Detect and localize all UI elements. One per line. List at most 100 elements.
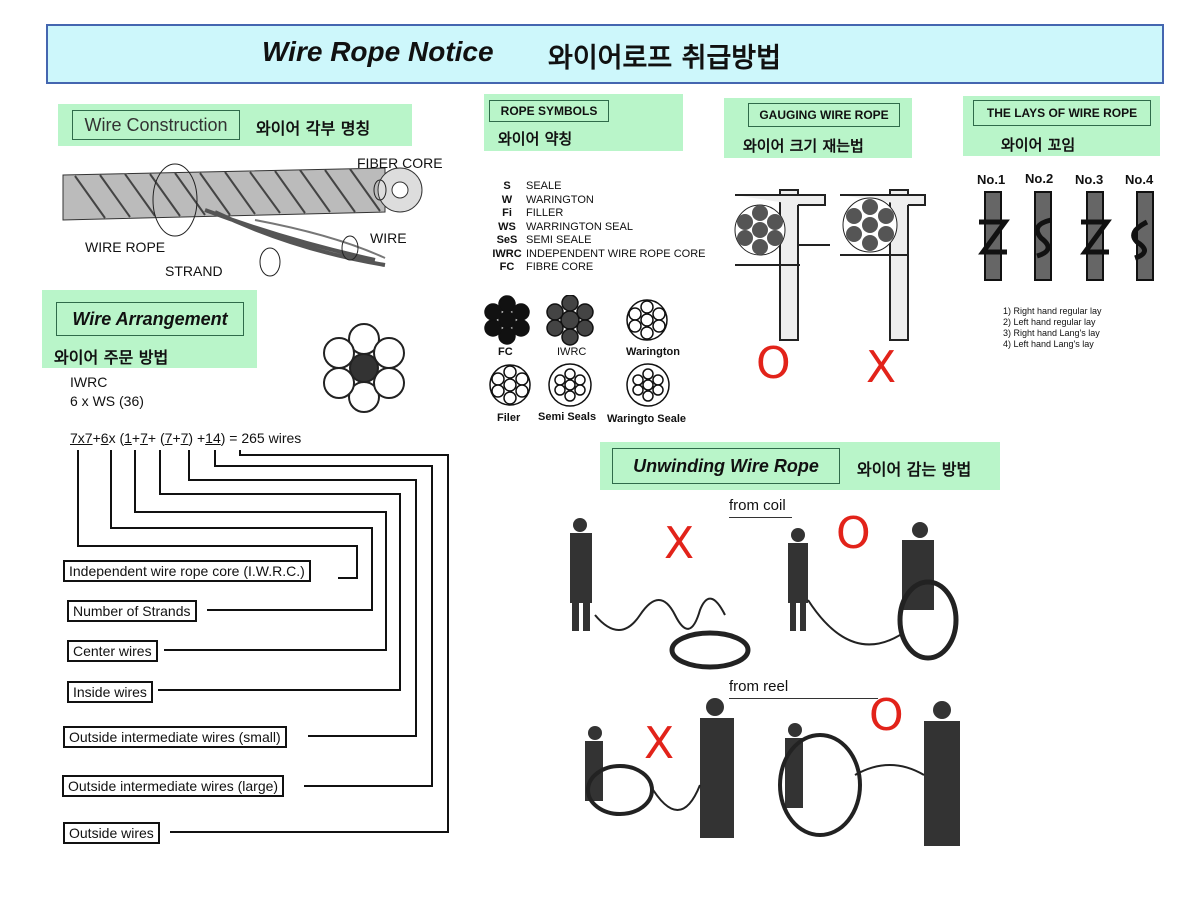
- arrangement-ko: 와이어 주문 방법: [54, 348, 169, 367]
- caliper-illustration: [734, 189, 926, 341]
- symbol-abbr: W: [501, 193, 513, 206]
- symbols-label: ROPE SYMBOLS: [489, 100, 609, 122]
- symbol-name: WARINGTON: [526, 193, 594, 206]
- section-label: Filer: [497, 412, 521, 424]
- f-op: + (: [147, 430, 165, 446]
- legend-strands: Number of Strands: [67, 600, 197, 622]
- symbol-name: INDEPENDENT WIRE ROPE CORE: [526, 247, 706, 260]
- legend-center: Center wires: [67, 640, 158, 662]
- symbol-name: FILLER: [526, 207, 564, 219]
- arrangement-label: Wire Arrangement: [56, 302, 244, 336]
- lays-label: THE LAYS OF WIRE ROPE: [973, 100, 1151, 126]
- legend-outside-small: Outside intermediate wires (small): [63, 726, 287, 748]
- unwinding-ko: 와이어 감는 방법: [857, 460, 972, 479]
- label-fiber-core: FIBER CORE: [357, 155, 443, 171]
- symbol-row: IWRC INDEPENDENT WIRE ROPE CORE: [488, 248, 718, 262]
- reel-wrong-mark: X: [644, 718, 675, 769]
- label-wire: WIRE: [370, 230, 407, 246]
- lay-number: No.4: [1125, 172, 1154, 187]
- symbol-row: FC FIBRE CORE: [488, 261, 718, 275]
- from-coil-label: from coil: [729, 497, 792, 518]
- symbol-abbr: IWRC: [492, 247, 522, 260]
- title-ko: 와이어로프 취급방법: [548, 43, 781, 74]
- gauging-header: GAUGING WIRE ROPE 와이어 크기 재는법: [724, 98, 912, 158]
- unwinding-illustration: [570, 518, 960, 846]
- lays-list: 1) Right hand regular lay 2) Left hand r…: [1003, 306, 1102, 350]
- unwinding-header: Unwinding Wire Rope 와이어 감는 방법: [600, 442, 1000, 490]
- symbol-abbr: S: [503, 180, 511, 192]
- f-inside: 7: [140, 430, 148, 446]
- legend-iwrc: Independent wire rope core (I.W.R.C.): [63, 560, 311, 582]
- f-op: +: [92, 430, 101, 446]
- section-label: Waringto Seale: [607, 413, 687, 425]
- symbol-name: WARRINGTON SEAL: [526, 220, 633, 233]
- f-op: x (: [108, 430, 125, 446]
- warington-icon: [626, 299, 668, 341]
- symbol-row: S SEALE: [488, 180, 718, 194]
- section-label: Warington: [626, 346, 680, 358]
- symbol-abbr: SeS: [496, 234, 518, 246]
- section-label: IWRC: [557, 346, 587, 358]
- f-op: +: [172, 430, 181, 446]
- symbol-name: SEALE: [526, 180, 562, 192]
- gauging-label: GAUGING WIRE ROPE: [748, 103, 900, 127]
- symbols-header: ROPE SYMBOLS 와이어 약칭: [484, 94, 683, 151]
- symbol-row: SeS SEMI SEALE: [488, 234, 718, 248]
- semi-seals-icon: [548, 363, 592, 407]
- lays-ko: 와이어 꼬임: [1001, 136, 1076, 154]
- f-strands: 6: [100, 430, 109, 446]
- lay-ropes-illustration: [978, 191, 1154, 281]
- gauging-correct-mark: O: [756, 338, 791, 389]
- coil-correct-mark: O: [836, 508, 871, 559]
- lay-number: No.3: [1075, 172, 1104, 187]
- fc-section-icon: [484, 295, 530, 345]
- section-diagrams: [484, 295, 670, 407]
- label-wire-rope: WIRE ROPE: [85, 239, 166, 255]
- f-op: +: [131, 430, 141, 446]
- f-center: 1: [124, 430, 132, 446]
- construction-label: Wire Construction: [72, 110, 240, 140]
- f-large: 7: [180, 430, 189, 446]
- construction-ko: 와이어 각부 명칭: [256, 119, 371, 138]
- f-outside: 14: [205, 430, 221, 446]
- symbols-ko: 와이어 약칭: [498, 130, 573, 148]
- filer-icon: [489, 364, 531, 406]
- arrangement-spec: 6 x WS (36): [70, 393, 144, 409]
- legend-inside: Inside wires: [67, 681, 153, 703]
- title-en: Wire Rope Notice: [262, 36, 494, 67]
- f-iwrc: 7x7: [70, 430, 93, 446]
- reel-correct-mark: O: [869, 690, 904, 741]
- lay-item: 4) Left hand Lang's lay: [1003, 339, 1094, 349]
- symbol-name: FIBRE CORE: [526, 261, 594, 273]
- formula-connector-lines: [77, 450, 449, 833]
- from-reel-label: from reel: [729, 678, 879, 699]
- lay-item: 1) Right hand regular lay: [1003, 306, 1102, 316]
- symbol-abbr: FC: [499, 261, 515, 273]
- gauging-wrong-mark: X: [866, 342, 897, 393]
- iwrc-section-icon: [323, 323, 405, 413]
- legend-outside-large: Outside intermediate wires (large): [62, 775, 285, 797]
- arrangement-core: IWRC: [70, 374, 108, 390]
- unwinding-label: Unwinding Wire Rope: [612, 448, 840, 484]
- legend-outside: Outside wires: [63, 822, 160, 844]
- lay-item: 2) Left hand regular lay: [1003, 317, 1096, 327]
- section-label: Semi Seals: [538, 411, 597, 423]
- label-strand: STRAND: [165, 263, 223, 279]
- arrangement-header: Wire Arrangement 와이어 주문 방법: [42, 290, 257, 368]
- symbol-abbr: WS: [498, 220, 516, 233]
- lay-number: No.1: [977, 172, 1006, 187]
- f-op: ) +: [188, 430, 206, 446]
- f-op: ): [220, 430, 226, 446]
- wire-formula: 7x7+6x (1+7+ (7+7) +14) = 265 wires: [70, 430, 301, 446]
- f-result: = 265 wires: [229, 430, 302, 446]
- symbol-row: WS WARRINGTON SEAL: [488, 221, 718, 235]
- symbol-name: SEMI SEALE: [526, 234, 592, 246]
- section-label: FC: [498, 346, 513, 358]
- f-small: 7: [164, 430, 173, 446]
- lay-number: No.2: [1025, 171, 1054, 186]
- symbol-row: W WARINGTON: [488, 194, 718, 208]
- iwrc-small-icon: [546, 295, 594, 346]
